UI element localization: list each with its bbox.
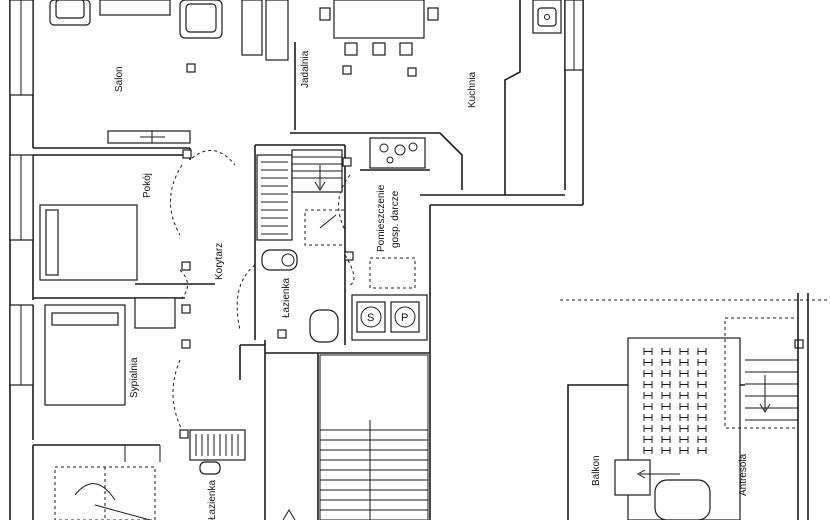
room-label-pokoj: Pokój <box>142 173 153 198</box>
shelf-mark <box>661 447 671 454</box>
room-label-salon: Salon <box>114 66 125 92</box>
salon-furniture <box>49 0 289 144</box>
room-label-sypialnia: Sypialnia <box>129 357 140 398</box>
dining-table <box>319 0 439 77</box>
shelf-mark <box>643 348 653 355</box>
shower-lazienka1 <box>304 209 346 246</box>
shelf-mark <box>661 359 671 366</box>
shelf-mark <box>697 414 707 421</box>
radiator-lazienka2 <box>189 429 246 475</box>
shelf-mark <box>643 414 653 421</box>
shelf-mark <box>643 370 653 377</box>
shelf-mark <box>643 381 653 388</box>
shelf-mark <box>643 436 653 443</box>
shelf-mark <box>679 370 689 377</box>
stairs-main <box>282 354 429 520</box>
shelf-mark <box>697 392 707 399</box>
shower-lazienka2 <box>54 445 161 520</box>
stove-symbol: S <box>367 312 374 324</box>
room-label-korytarz: Korytarz <box>214 243 225 280</box>
shelf-mark <box>679 392 689 399</box>
kitchen-units <box>290 0 562 195</box>
shelf-mark <box>679 425 689 432</box>
room-label-kuchnia: Kuchnia <box>467 71 478 108</box>
door-swings <box>170 144 355 431</box>
washer-symbol: P <box>401 312 408 324</box>
room-label-lazienka-1: Łazienka <box>281 278 292 318</box>
shelf-mark <box>661 436 671 443</box>
shelf-mark <box>679 436 689 443</box>
shelf-mark <box>697 425 707 432</box>
shelf-mark <box>661 392 671 399</box>
room-label-lazienka-2: Łazienka <box>207 480 218 520</box>
shelf-mark <box>643 447 653 454</box>
shelf-mark <box>661 381 671 388</box>
shelf-mark <box>643 359 653 366</box>
shelf-mark <box>697 447 707 454</box>
shelf-mark <box>679 447 689 454</box>
room-label-pomieszczenie-1: Pomieszczenie <box>376 184 387 252</box>
shelf-mark <box>679 403 689 410</box>
shelf-mark <box>643 403 653 410</box>
shelf-mark <box>661 425 671 432</box>
window-kitchen <box>564 0 584 71</box>
room-label-balkon: Balkon <box>591 455 602 486</box>
shelf-mark <box>697 436 707 443</box>
room-label-antresola: Antresola <box>738 453 749 496</box>
shelf-mark <box>697 348 707 355</box>
shelf-mark <box>661 348 671 355</box>
stairs-upper <box>291 149 343 193</box>
appliances <box>351 257 428 341</box>
shelf-mark <box>697 381 707 388</box>
radiator-lazienka1 <box>256 154 339 343</box>
shelf-mark <box>679 414 689 421</box>
shelf-mark <box>679 348 689 355</box>
shelf-mark <box>661 370 671 377</box>
windows-left <box>9 0 34 386</box>
shelf-mark <box>661 414 671 421</box>
shelf-mark <box>643 425 653 432</box>
shelf-mark <box>643 392 653 399</box>
shelf-mark <box>697 359 707 366</box>
bed-sypialnia <box>44 297 176 406</box>
door-markers <box>179 149 804 439</box>
shelf-mark <box>661 403 671 410</box>
shelf-mark <box>679 359 689 366</box>
shelf-grid <box>643 348 707 454</box>
shelf-mark <box>679 381 689 388</box>
shelf-mark <box>697 370 707 377</box>
bed-pokoj <box>39 204 138 281</box>
shelf-mark <box>697 403 707 410</box>
room-label-pomieszczenie-2: gosp. darcze <box>390 190 401 248</box>
room-label-jadalnia: Jadalnia <box>300 50 311 88</box>
